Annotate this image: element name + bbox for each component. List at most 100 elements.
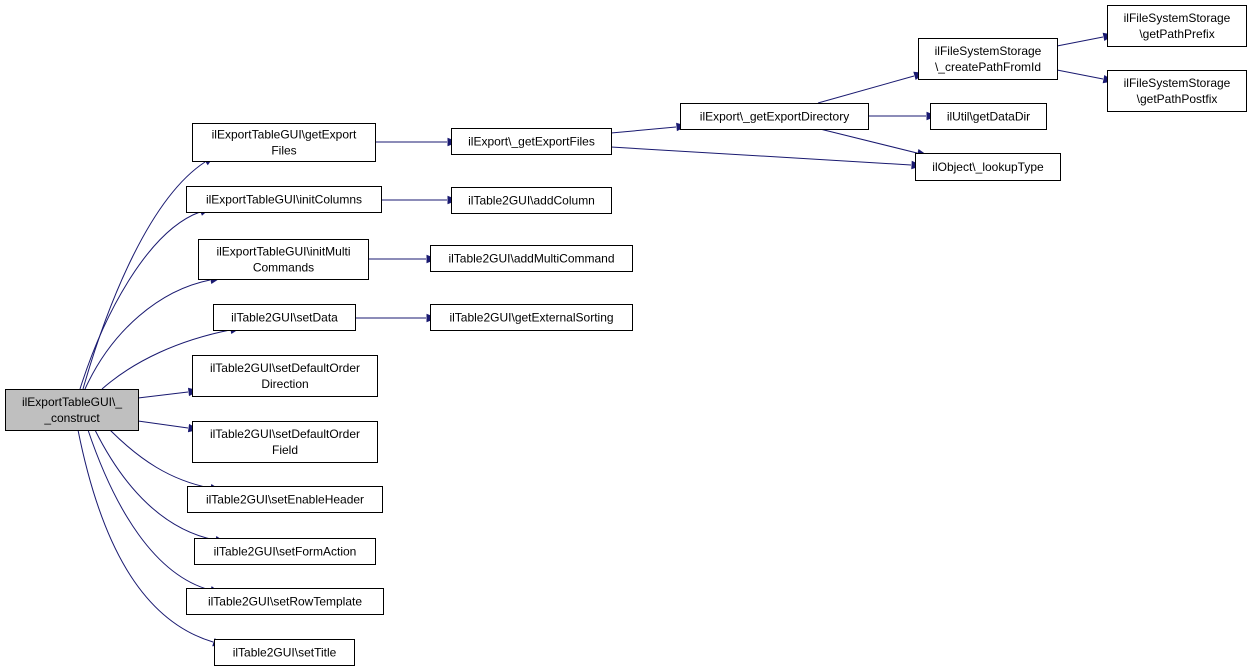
node-label: ilTable2GUI\setRowTemplate: [208, 595, 362, 609]
edge-line: [84, 279, 211, 390]
node-box: [186, 186, 382, 213]
node-getPathPrefix[interactable]: ilFileSystemStorage \getPathPrefix: [1107, 5, 1247, 47]
edge-line: [610, 126, 677, 134]
edge-line: [1056, 36, 1104, 47]
edge-setData-to-getExternalSorting: [355, 313, 438, 323]
node-root[interactable]: ilExportTableGUI\_ _construct: [5, 389, 139, 431]
node-getExportFiles[interactable]: ilExportTableGUI\getExportFiles: [192, 123, 376, 162]
node-label: ilFileSystemStorage: [1124, 76, 1231, 90]
node-label: ilExportTableGUI\initMulti: [216, 245, 350, 259]
edge-initColumns-to-addColumn: [381, 195, 459, 205]
edge-root-to-setDefaultOrderField: [137, 420, 200, 433]
nodes-layer: ilExportTableGUI\__constructilExportTabl…: [5, 5, 1247, 666]
edge-root-to-setDefaultOrderDirection: [137, 387, 200, 399]
node-setTitle[interactable]: ilTable2GUI\setTitle: [214, 639, 355, 666]
node-label: ilExportTableGUI\initColumns: [206, 193, 362, 207]
node-label: ilTable2GUI\addMultiCommand: [448, 252, 614, 266]
node-label: ilTable2GUI\setEnableHeader: [206, 493, 364, 507]
node-label: ilTable2GUI\setDefaultOrder: [210, 427, 360, 441]
node-box: [186, 588, 384, 615]
node-label: ilTable2GUI\setDefaultOrder: [210, 361, 360, 375]
node-label: Field: [272, 443, 298, 457]
edge-line: [101, 329, 231, 390]
node-label: \_createPathFromId: [935, 60, 1041, 74]
node-box: [915, 153, 1061, 181]
node-label: ilExportTableGUI\_: [22, 395, 122, 409]
node-box: [192, 123, 376, 162]
node-box: [680, 103, 869, 130]
node-label: ilUtil\getDataDir: [947, 110, 1030, 124]
node-box: [192, 421, 378, 463]
node-box: [430, 304, 633, 331]
node-label: ilFileSystemStorage: [935, 44, 1042, 58]
node-getDataDir[interactable]: ilUtil\getDataDir: [930, 103, 1047, 130]
edge-line: [82, 161, 206, 390]
node-box: [1107, 5, 1247, 47]
edge-line: [610, 146, 912, 166]
edge-getExportDirectory-to-getDataDir: [868, 111, 938, 121]
node-box: [213, 304, 356, 331]
node-box: [198, 239, 369, 280]
node-label: ilExport\_getExportDirectory: [700, 110, 849, 124]
node-box: [918, 38, 1058, 80]
edge-getExportDirectory-to-createPathFromId: [817, 71, 925, 104]
edge-line: [817, 75, 915, 104]
node-box: [430, 245, 633, 272]
node-label: ilExportTableGUI\getExport: [212, 128, 357, 142]
node-box: [451, 187, 612, 214]
node-getExternalSorting[interactable]: ilTable2GUI\getExternalSorting: [430, 304, 633, 331]
node-box: [214, 639, 355, 666]
node-lookupType[interactable]: ilObject\_lookupType: [915, 153, 1061, 181]
node-createPathFromId[interactable]: ilFileSystemStorage \_createPathFromId: [918, 38, 1058, 80]
node-label: \getPathPrefix: [1139, 27, 1214, 41]
edge-exportGetExportFiles-to-getExportDirectory: [610, 122, 688, 134]
edge-exportGetExportFiles-to-lookupType: [610, 146, 923, 170]
node-label: ilTable2GUI\setFormAction: [214, 545, 357, 559]
node-label: Files: [271, 144, 296, 158]
edge-line: [819, 128, 918, 154]
edge-line: [109, 429, 211, 489]
node-box: [5, 389, 139, 431]
node-setFormAction[interactable]: ilTable2GUI\setFormAction: [194, 538, 376, 565]
node-box: [930, 103, 1047, 130]
node-label: _construct: [43, 411, 100, 425]
node-exportGetExportFiles[interactable]: ilExport\_getExportFiles: [451, 128, 612, 155]
edge-createPathFromId-to-getPathPostfix: [1056, 69, 1115, 84]
node-label: ilExport\_getExportFiles: [468, 135, 595, 149]
node-setEnableHeader[interactable]: ilTable2GUI\setEnableHeader: [187, 486, 383, 513]
node-setData[interactable]: ilTable2GUI\setData: [213, 304, 356, 331]
node-box: [194, 538, 376, 565]
node-getPathPostfix[interactable]: ilFileSystemStorage \getPathPostfix: [1107, 70, 1247, 112]
node-box: [1107, 70, 1247, 112]
edge-createPathFromId-to-getPathPrefix: [1056, 32, 1115, 47]
node-label: ilTable2GUI\addColumn: [468, 194, 595, 208]
node-box: [451, 128, 612, 155]
node-initColumns[interactable]: ilExportTableGUI\initColumns: [186, 186, 382, 213]
edge-line: [94, 429, 216, 541]
edge-line: [79, 211, 201, 390]
node-label: Commands: [253, 261, 314, 275]
edge-line: [137, 391, 189, 399]
node-addColumn[interactable]: ilTable2GUI\addColumn: [451, 187, 612, 214]
node-setRowTemplate[interactable]: ilTable2GUI\setRowTemplate: [186, 588, 384, 615]
edge-line: [87, 429, 211, 591]
node-label: ilTable2GUI\setTitle: [233, 646, 337, 660]
edge-getExportFiles-to-exportGetExportFiles: [375, 137, 459, 147]
node-addMultiCommand[interactable]: ilTable2GUI\addMultiCommand: [430, 245, 633, 272]
edge-initMultiCommands-to-addMultiCommand: [368, 254, 438, 264]
node-getExportDirectory[interactable]: ilExport\_getExportDirectory: [680, 103, 869, 130]
node-label: \getPathPostfix: [1137, 92, 1218, 106]
node-label: ilFileSystemStorage: [1124, 11, 1231, 25]
edge-line: [1056, 69, 1104, 80]
edge-line: [137, 420, 189, 429]
node-label: ilTable2GUI\setData: [231, 311, 338, 325]
edge-getExportDirectory-to-lookupType: [819, 128, 929, 158]
node-label: ilTable2GUI\getExternalSorting: [449, 311, 613, 325]
node-box: [192, 355, 378, 397]
node-label: ilObject\_lookupType: [932, 160, 1044, 174]
node-box: [187, 486, 383, 513]
